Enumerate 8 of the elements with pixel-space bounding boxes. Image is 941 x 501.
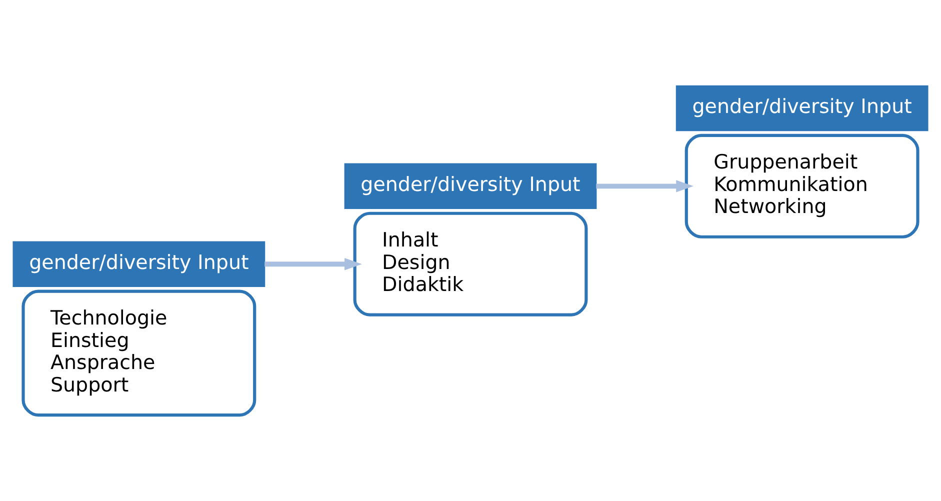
node-box: gender/diversity Input [344,163,597,210]
node-box: Technologie Einstieg Ansprache Support [22,290,256,417]
arrow [596,180,694,192]
node-box: gender/diversity Input [12,241,266,287]
node-box: Inhalt Design Didaktik [353,212,588,316]
node-box: gender/diversity Input [676,85,928,132]
arrow [264,258,362,270]
node-box: Gruppenarbeit Kommunikation Networking [684,134,920,238]
